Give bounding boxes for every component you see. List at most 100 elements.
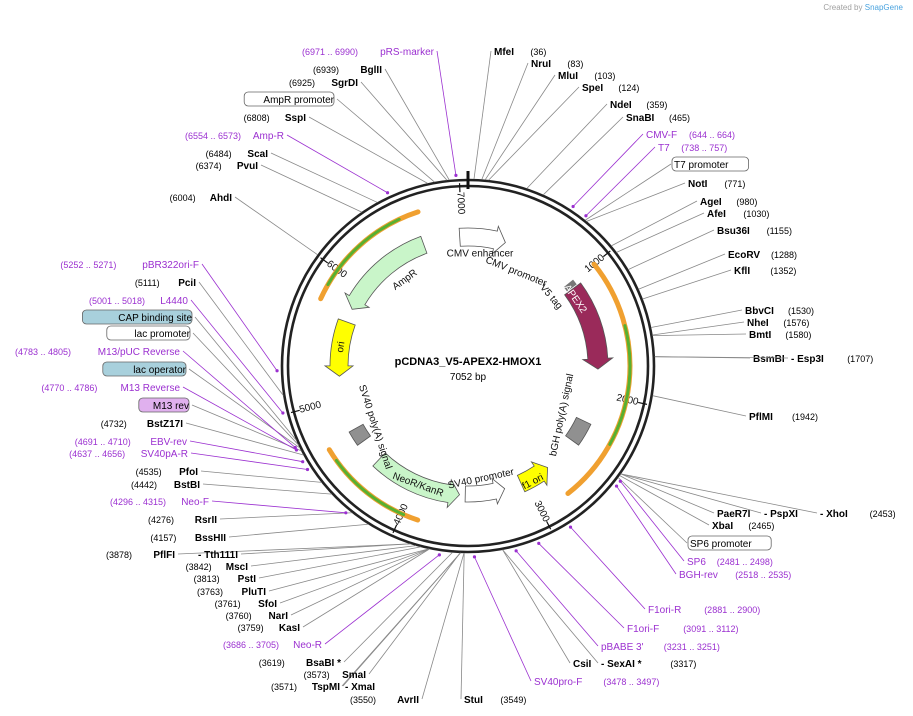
label-position: (1155)	[767, 226, 792, 236]
label-name: NarI	[269, 611, 289, 622]
label-position: (2465)	[748, 521, 774, 531]
map-label: PflFI(3878)	[106, 550, 175, 561]
primer-site-marker	[454, 173, 458, 177]
label-name: Neo-F	[181, 497, 209, 508]
label-position: (1707)	[847, 354, 873, 364]
map-label: pBR322ori-F(5252 .. 5271)	[60, 260, 199, 271]
label-position: (359)	[646, 100, 667, 110]
label-position: (103)	[594, 71, 615, 81]
label-name: pBABE 3'	[601, 642, 644, 653]
primer-site-marker	[293, 445, 297, 450]
feature-label: CMV promoter	[484, 255, 549, 290]
primer-site-marker	[301, 460, 305, 464]
primer-site-marker	[568, 525, 573, 529]
map-label: - SexAI *(3317)	[601, 659, 696, 670]
label-name: StuI	[464, 695, 483, 706]
map-label: PaeR7I	[717, 509, 751, 520]
map-label: pRS-marker(6971 .. 6990)	[302, 47, 435, 58]
tick-label: 3000	[532, 499, 552, 524]
label-name: BstZ17I	[147, 419, 183, 430]
map-label: SgrDI(6925)	[289, 78, 358, 89]
label-name: RsrII	[195, 515, 217, 526]
label-position: (4783 .. 4805)	[15, 347, 71, 357]
primer-site-marker	[344, 511, 348, 515]
label-name: PstI	[238, 574, 257, 585]
label-position: (3686 .. 3705)	[223, 640, 279, 650]
feature-box	[671, 156, 749, 172]
leader-line	[515, 550, 599, 647]
label-position: (5001 .. 5018)	[89, 296, 145, 306]
map-label: SP6 promoter	[687, 535, 772, 551]
label-position: (771)	[724, 179, 745, 189]
label-name: - Tth111I	[198, 550, 238, 561]
label-name: AgeI	[700, 197, 722, 208]
leader-line	[421, 552, 465, 700]
label-position: (3550)	[350, 695, 376, 705]
leader-line	[201, 263, 278, 371]
map-label: BssHII(4157)	[150, 533, 226, 544]
feature-box	[138, 397, 190, 413]
leader-line	[620, 473, 762, 514]
map-label: SpeI(124)	[582, 83, 639, 94]
leader-line	[200, 470, 322, 483]
label-position: (83)	[567, 59, 583, 69]
leader-line	[188, 368, 301, 449]
leader-line	[538, 543, 625, 629]
label-name: BGH-rev	[679, 570, 718, 581]
primer-site-marker	[294, 448, 299, 452]
label-name: BbvCI	[745, 306, 774, 317]
ori-feature	[323, 318, 356, 377]
leader-line	[460, 552, 465, 700]
map-label: MluI (103)	[558, 71, 615, 82]
label-name: - XhoI	[820, 509, 848, 520]
orf-arc	[334, 459, 406, 517]
map-label: T7(738 .. 757)	[658, 143, 727, 154]
label-position: (980)	[736, 197, 757, 207]
label-position: (465)	[669, 113, 690, 123]
leader-line	[542, 116, 624, 196]
map-label: PluTI(3763)	[197, 587, 266, 598]
map-label: KasI(3759)	[238, 623, 301, 634]
map-label: BstBI(4442)	[131, 480, 200, 491]
credit-prefix: Created by	[823, 3, 863, 12]
leader-line	[526, 103, 608, 189]
primer-site-marker	[305, 467, 310, 472]
label-name: ScaI	[247, 149, 268, 160]
f1-ori-feature	[516, 461, 548, 493]
label-position: (6808)	[244, 113, 270, 123]
leader-line	[436, 50, 457, 176]
label-name: PflFI	[153, 550, 175, 561]
leader-line	[185, 422, 304, 456]
label-position: (2481 .. 2498)	[717, 557, 773, 567]
primer-site-marker	[514, 549, 518, 553]
label-name: Bsu36I	[717, 226, 750, 237]
label-name: SpeI	[582, 83, 603, 94]
map-label: BmtI(1580)	[749, 330, 811, 341]
map-label: PflMI(1942)	[749, 412, 818, 423]
map-label: KflI(1352)	[734, 266, 796, 277]
label-name: SP6	[687, 557, 706, 568]
label-position: (36)	[530, 47, 546, 57]
primer-site-marker	[571, 204, 575, 209]
primer-site-marker	[275, 369, 279, 373]
plasmid-name: pCDNA3_V5-APEX2-HMOX1	[395, 356, 542, 368]
tick-mark	[546, 520, 552, 530]
leader-line	[638, 253, 726, 290]
map-label: StuI(3549)	[464, 695, 526, 706]
label-name: MluI	[558, 71, 578, 82]
feature-label: bGH poly(A) signal	[548, 373, 576, 457]
label-position: (3573)	[304, 670, 330, 680]
leader-line	[341, 552, 461, 687]
label-position: (3571)	[271, 682, 297, 692]
leader-line	[189, 440, 303, 463]
map-label: Neo-R(3686 .. 3705)	[223, 640, 322, 651]
map-label: M13/pUC Reverse(4783 .. 4805)	[15, 347, 180, 358]
label-name: T7	[658, 143, 670, 154]
label-position: (5252 .. 5271)	[60, 260, 116, 270]
label-name: BmtI	[749, 330, 771, 341]
leader-line	[234, 196, 318, 256]
leader-line	[177, 543, 411, 555]
label-name: MfeI	[494, 47, 514, 58]
